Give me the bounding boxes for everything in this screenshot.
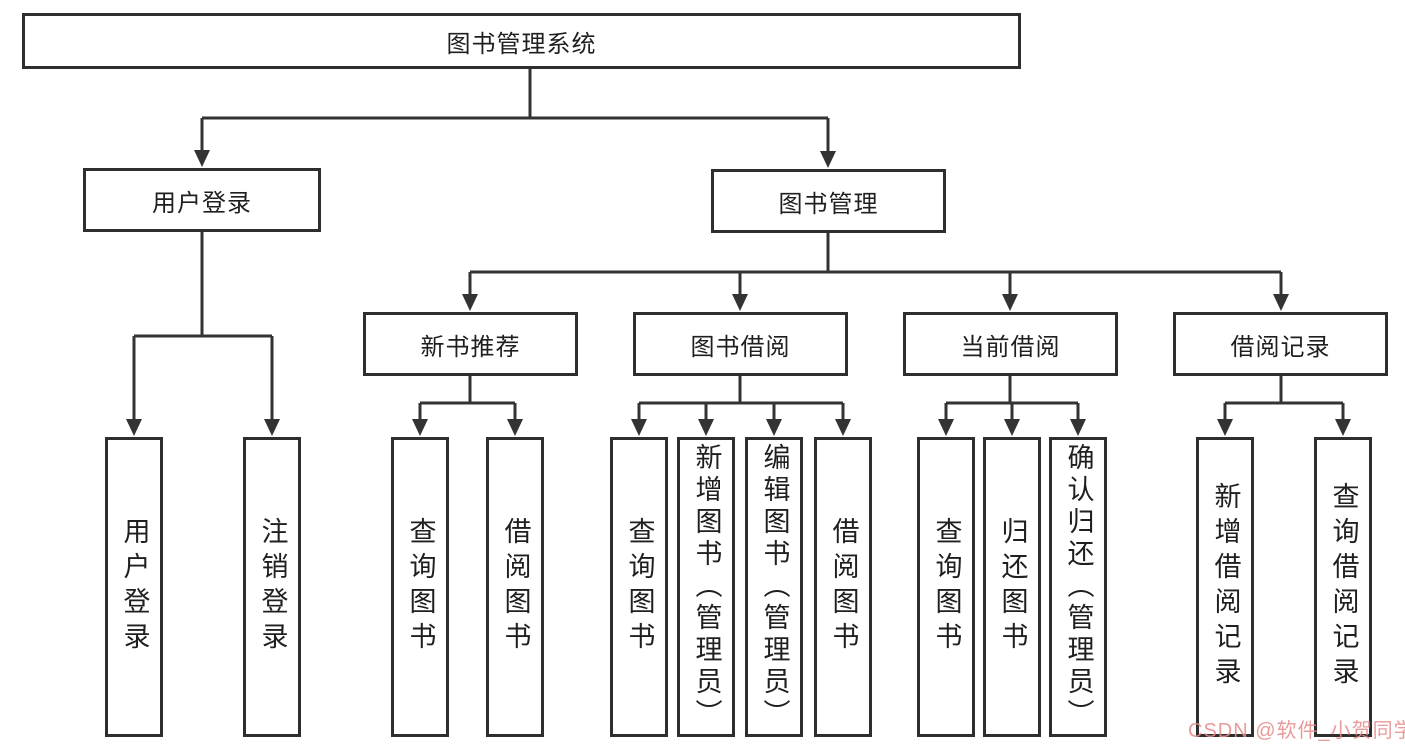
leaf-add-borrow-record-label: 新增借阅记录 [1210, 482, 1241, 692]
leaf-add-book-admin: 新增图书（管理员） [677, 437, 735, 737]
leaf-edit-book-admin-label: 编辑图书（管理员） [759, 443, 790, 731]
node-book-borrow: 图书借阅 [633, 312, 848, 376]
leaf-add-book-admin-label: 新增图书（管理员） [691, 443, 722, 731]
leaf-borrow-books: 借阅图书 [814, 437, 872, 737]
node-current-borrow-label: 当前借阅 [960, 333, 1061, 361]
node-book-borrow-label: 图书借阅 [690, 333, 791, 361]
leaf-return-books: 归还图书 [983, 437, 1041, 737]
leaf-confirm-return-admin-label: 确认归还（管理员） [1063, 443, 1094, 731]
leaf-borrow-books-label: 借阅图书 [828, 517, 859, 657]
leaf-query-books-recommend-label: 查询图书 [405, 517, 436, 657]
leaf-query-books-current-label: 查询图书 [931, 517, 962, 657]
leaf-borrow-books-recommend: 借阅图书 [486, 437, 544, 737]
leaf-query-books-current: 查询图书 [917, 437, 975, 737]
leaf-add-borrow-record: 新增借阅记录 [1196, 437, 1254, 737]
leaf-user-login: 用户登录 [105, 437, 163, 737]
node-user-login-label: 用户登录 [152, 189, 252, 217]
leaf-logout-label: 注销登录 [257, 517, 288, 657]
node-new-book-recommend: 新书推荐 [363, 312, 578, 376]
leaf-borrow-books-recommend-label: 借阅图书 [500, 517, 531, 657]
node-borrow-records: 借阅记录 [1173, 312, 1388, 376]
leaf-query-borrow-record: 查询借阅记录 [1314, 437, 1372, 737]
node-root-label: 图书管理系统 [446, 30, 597, 58]
leaf-query-books-borrow-label: 查询图书 [624, 517, 655, 657]
connector-shafts [132, 69, 1345, 421]
node-root-system: 图书管理系统 [22, 13, 1021, 69]
node-book-management: 图书管理 [711, 169, 946, 233]
leaf-user-login-label: 用户登录 [119, 517, 150, 657]
node-book-management-label: 图书管理 [778, 190, 879, 218]
leaf-confirm-return-admin: 确认归还（管理员） [1049, 437, 1107, 737]
leaf-return-books-label: 归还图书 [997, 517, 1028, 657]
node-borrow-records-label: 借阅记录 [1230, 333, 1331, 361]
node-new-book-recommend-label: 新书推荐 [420, 333, 521, 361]
leaf-query-borrow-record-label: 查询借阅记录 [1328, 482, 1359, 692]
node-user-login: 用户登录 [83, 168, 321, 232]
leaf-edit-book-admin: 编辑图书（管理员） [745, 437, 803, 737]
csdn-watermark: CSDN @软件_小贺同学 [1188, 720, 1405, 742]
node-current-borrow: 当前借阅 [903, 312, 1118, 376]
leaf-query-books-borrow: 查询图书 [610, 437, 668, 737]
leaf-logout: 注销登录 [243, 437, 301, 737]
leaf-query-books-recommend: 查询图书 [391, 437, 449, 737]
